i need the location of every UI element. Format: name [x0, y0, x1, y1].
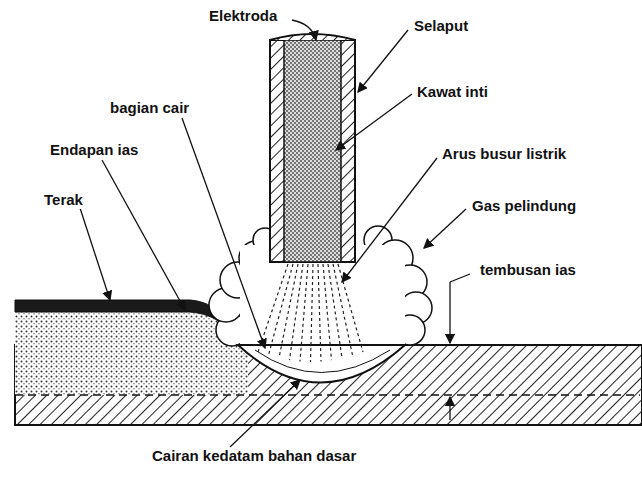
part-label: Cairan kedatam bahan dasar — [150, 448, 358, 465]
penetration-dimension — [450, 274, 470, 420]
molten-part — [255, 350, 390, 373]
electric-arc — [258, 264, 363, 362]
leader-lines — [80, 20, 466, 447]
core-wire — [284, 40, 341, 262]
part-label: Terak — [42, 192, 85, 209]
part-label: bagian cair — [108, 100, 191, 117]
fusion-line — [15, 394, 640, 396]
electrode-coating — [270, 40, 355, 262]
part-label: tembusan ias — [478, 262, 578, 279]
electrode-top — [270, 34, 355, 40]
part-label: Arus busur listrik — [440, 146, 568, 163]
weld-pool — [238, 345, 405, 383]
part-label: Endapan ias — [48, 142, 140, 159]
part-label: Elektroda — [207, 8, 279, 25]
weld-deposit — [15, 312, 248, 395]
part-label: Selaput — [412, 18, 470, 35]
part-label: Kawat inti — [415, 84, 490, 101]
part-label: Gas pelindung — [470, 198, 578, 215]
